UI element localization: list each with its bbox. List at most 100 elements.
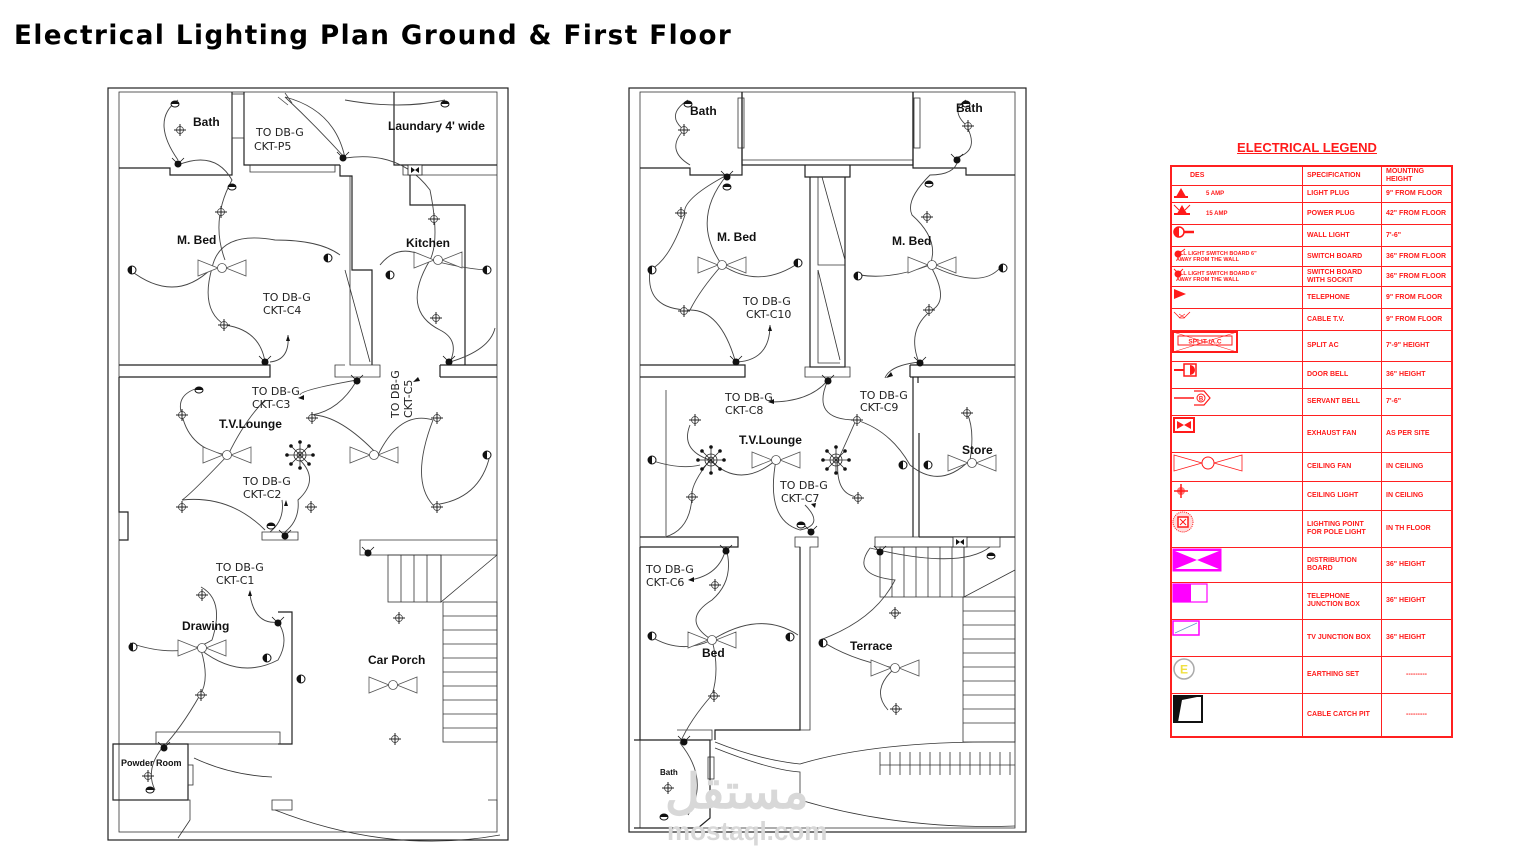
legend-symbol-cell: E	[1170, 656, 1303, 694]
legend-header-cell: MOUNTING HEIGHT	[1381, 165, 1453, 186]
legend-des-text: 15 AMP	[1206, 210, 1228, 217]
ceiling-light-icon	[677, 304, 691, 318]
legend-symbol-cell	[1170, 415, 1303, 453]
room-label-master-bed: M. Bed	[177, 233, 216, 247]
wall-light-icon	[818, 638, 828, 648]
ceiling-light-icon	[430, 411, 444, 425]
wall-light-icon	[482, 450, 492, 460]
ceiling-light-icon	[429, 311, 443, 325]
ceiling-light-icon	[685, 490, 699, 504]
ceiling-fan-icon	[202, 446, 252, 464]
room-label-master-bed: M. Bed	[892, 234, 931, 248]
ceiling-light-icon	[388, 732, 402, 746]
chandelier-icon	[695, 444, 727, 476]
legend-spec-cell: WALL LIGHT	[1302, 224, 1382, 247]
ceiling-light-icon	[960, 406, 974, 420]
legend-spec-cell: EXHAUST FAN	[1302, 415, 1382, 453]
room-label-car-porch: Car Porch	[368, 653, 425, 667]
first-floor-plan: Bath Bath M. Bed M. Bed T.V.Lounge Store…	[628, 87, 1027, 846]
ceiling-light-icon	[214, 205, 228, 219]
legend-height-cell: 7'-9" HEIGHT	[1381, 330, 1453, 362]
legend-symbol-cell: SPLIT /A.C	[1170, 330, 1303, 362]
legend-row: CCPCABLE CATCH PIT---------	[1170, 693, 1453, 738]
legend-symbol-cell	[1170, 308, 1303, 331]
light-plug-icon	[440, 100, 450, 108]
legend-spec-cell: CEILING FAN	[1302, 452, 1382, 482]
legend-height-cell: 36" FROM FLOOR	[1381, 246, 1453, 267]
ceiling-light-icon	[888, 606, 902, 620]
legend-spec-cell: EARTHING SET	[1302, 656, 1382, 694]
circuit-label: TO DB-G	[215, 561, 264, 574]
circuit-label: CKT-C7	[781, 492, 819, 505]
ceiling-light-icon	[707, 689, 721, 703]
room-label-bath: Bath	[956, 101, 983, 115]
light-plug-icon	[796, 521, 806, 529]
ceiling-fan-icon	[947, 454, 997, 472]
circuit-label: CKT-C1	[216, 574, 254, 587]
ceiling-light-icon	[688, 413, 702, 427]
ceiling-light-icon	[392, 611, 406, 625]
wall-light-icon	[785, 632, 795, 642]
light-plug-icon	[924, 180, 934, 188]
legend-height-cell: ---------	[1381, 693, 1453, 738]
room-label-bath: Bath	[193, 115, 220, 129]
legend-height-cell: 36" HEIGHT	[1381, 619, 1453, 657]
legend-spec-cell: SPLIT AC	[1302, 330, 1382, 362]
legend-height-cell: 36" FROM FLOOR	[1381, 266, 1453, 287]
room-label-master-bed: M. Bed	[717, 230, 756, 244]
legend-height-cell: 7'-6"	[1381, 224, 1453, 247]
wall-light-icon	[998, 263, 1008, 273]
ceiling-light-icon	[889, 702, 903, 716]
wall-light-icon	[323, 253, 333, 263]
circuit-label: TO DB-G	[242, 475, 291, 488]
legend-spec-cell: CEILING LIGHT	[1302, 481, 1382, 511]
circuit-label: TO DB-G	[859, 389, 908, 402]
watermark-arabic: مستقل	[665, 766, 809, 819]
legend-height-cell: 9" FROM FLOOR	[1381, 185, 1453, 203]
circuit-label: TO DB-G	[779, 479, 828, 492]
wall-light-icon	[262, 653, 272, 663]
switch-board-icon	[677, 735, 691, 746]
room-label-laundry: Laundary 4' wide	[388, 119, 485, 133]
chandelier-icon	[820, 444, 852, 476]
legend-height-cell: 36" HEIGHT	[1381, 361, 1453, 389]
legend-height-cell: 36" HEIGHT	[1381, 547, 1453, 583]
legend-symbol-cell	[1170, 361, 1303, 389]
ceiling-light-icon	[920, 210, 934, 224]
legend-spec-cell: POWER PLUG	[1302, 202, 1382, 225]
light-plug-icon	[722, 183, 732, 191]
light-plug-icon	[170, 100, 180, 108]
light-plug-icon	[266, 522, 276, 530]
legend-header-cell: SPECIFICATION	[1302, 165, 1382, 186]
circuit-label: TO DB-G	[742, 295, 791, 308]
circuit-label: CKT-C3	[252, 398, 290, 411]
ceiling-light-icon	[922, 303, 936, 317]
legend-spec-cell: DOOR BELL	[1302, 361, 1382, 389]
room-label-bath: Bath	[690, 104, 717, 118]
ceiling-light-icon	[427, 212, 441, 226]
legend-height-cell: IN CEILING	[1381, 452, 1453, 482]
legend-header-cell: DES	[1170, 165, 1303, 186]
circuit-label: CKT-C5	[402, 380, 415, 418]
legend-spec-cell: LIGHT PLUG	[1302, 185, 1382, 203]
room-label-bath: Bath	[660, 768, 678, 777]
svg-text:SPLIT /A.C: SPLIT /A.C	[1188, 339, 1222, 346]
ceiling-light-icon	[173, 123, 187, 137]
legend-symbol-cell: 5 AMP	[1170, 185, 1303, 203]
legend-height-cell: 9" FROM FLOOR	[1381, 286, 1453, 309]
legend-spec-cell: TELEPHONE JUNCTION BOX	[1302, 582, 1382, 620]
legend-row: ALL LIGHT SWITCH BOARD 6" AWAY FROM THE …	[1170, 266, 1453, 287]
circuit-label: CKT-P5	[254, 140, 291, 153]
circuit-label: TO DB-G	[645, 563, 694, 576]
page-title: Electrical Lighting Plan Ground & First …	[14, 20, 733, 51]
legend-des-text: ALL LIGHT SWITCH BOARD 6" AWAY FROM THE …	[1176, 270, 1257, 283]
ceiling-fan-icon	[751, 451, 801, 469]
legend-spec-cell: CABLE CATCH PIT	[1302, 693, 1382, 738]
ceiling-light-icon	[304, 500, 318, 514]
